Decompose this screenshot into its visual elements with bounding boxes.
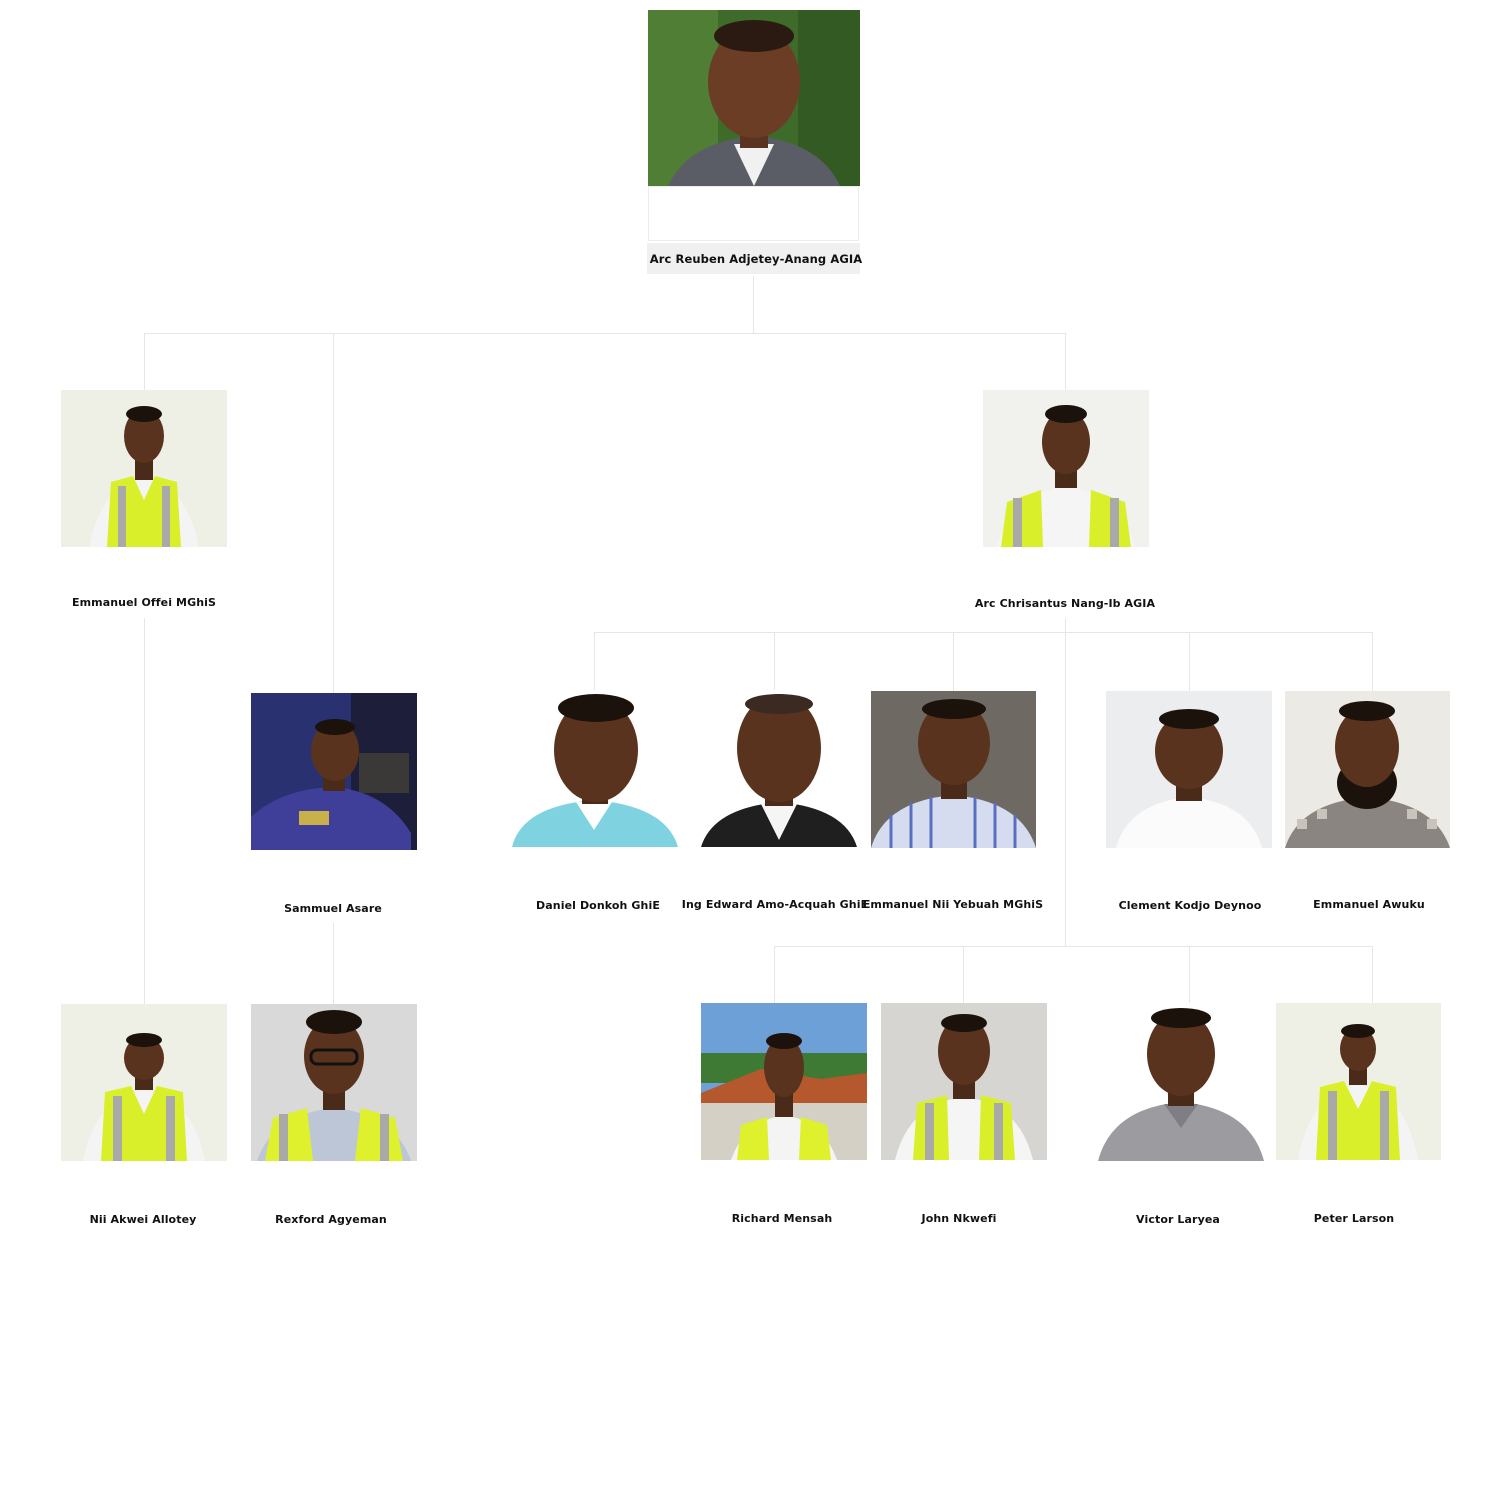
portrait-photo-mensah	[701, 1003, 867, 1160]
portrait-photo-amoacquah	[701, 690, 857, 847]
connector-to-nkwefi	[963, 946, 964, 1003]
connector-to-laryea	[1189, 946, 1190, 1003]
connector-level1-bar	[144, 333, 1066, 334]
member-name-donkoh: Daniel Donkoh GhiE	[536, 899, 660, 912]
connector-to-mensah	[774, 946, 775, 1003]
portrait-photo-allotey	[61, 1004, 227, 1161]
connector-to-amoacquah	[774, 632, 775, 691]
connector-to-offei	[144, 333, 145, 390]
connector-to-deynoo	[1189, 632, 1190, 691]
portrait-photo-nkwefi	[881, 1003, 1047, 1160]
portrait-photo-nang	[983, 390, 1149, 547]
member-name-offei: Emmanuel Offei MGhiS	[71, 596, 217, 609]
portrait-photo-yebuah	[871, 691, 1036, 848]
connector-level3-bar	[774, 946, 1373, 947]
connector-to-awuku	[1372, 632, 1373, 691]
member-name-larson: Peter Larson	[1313, 1212, 1395, 1225]
root-name-plate	[647, 243, 860, 274]
portrait-photo-agyeman	[251, 1004, 417, 1161]
portrait-photo-deynoo	[1106, 691, 1272, 848]
member-name-agyeman: Rexford Agyeman	[275, 1213, 387, 1226]
member-name-laryea: Victor Laryea	[1136, 1213, 1220, 1226]
member-name-asare: Sammuel Asare	[284, 902, 382, 915]
portrait-photo-larson	[1276, 1003, 1441, 1160]
connector-to-larson	[1372, 946, 1373, 1003]
connector-nang-down	[1065, 618, 1066, 946]
connector-asare-down	[333, 923, 334, 1004]
portrait-photo-awuku	[1285, 691, 1450, 848]
connector-offei-down	[144, 618, 145, 1004]
portrait-photo-laryea	[1098, 1004, 1264, 1161]
member-name-awuku: Emmanuel Awuku	[1313, 898, 1425, 911]
connector-level2-bar	[594, 632, 1373, 633]
connector-to-donkoh	[594, 632, 595, 691]
portrait-photo-root	[648, 10, 860, 186]
portrait-photo-offei	[61, 390, 227, 547]
connector-to-nang	[1065, 333, 1066, 390]
connector-root-down	[753, 276, 754, 333]
portrait-photo-asare	[251, 693, 417, 850]
member-name-deynoo: Clement Kodjo Deynoo	[1118, 899, 1262, 912]
root-card-spacer	[648, 186, 859, 241]
member-name-mensah: Richard Mensah	[731, 1212, 833, 1225]
member-name-root: Arc Reuben Adjetey-Anang AGIA	[649, 252, 863, 266]
connector-to-asare	[333, 333, 334, 693]
member-name-nkwefi: John Nkwefi	[921, 1212, 997, 1225]
connector-to-yebuah	[953, 632, 954, 691]
member-name-nang: Arc Chrisantus Nang-Ib AGIA	[974, 597, 1156, 610]
member-name-amoacquah: Ing Edward Amo-Acquah GhiE	[681, 898, 869, 911]
portrait-photo-donkoh	[512, 690, 678, 847]
member-name-yebuah: Emmanuel Nii Yebuah MGhiS	[862, 898, 1044, 911]
member-name-allotey: Nii Akwei Allotey	[89, 1213, 197, 1226]
